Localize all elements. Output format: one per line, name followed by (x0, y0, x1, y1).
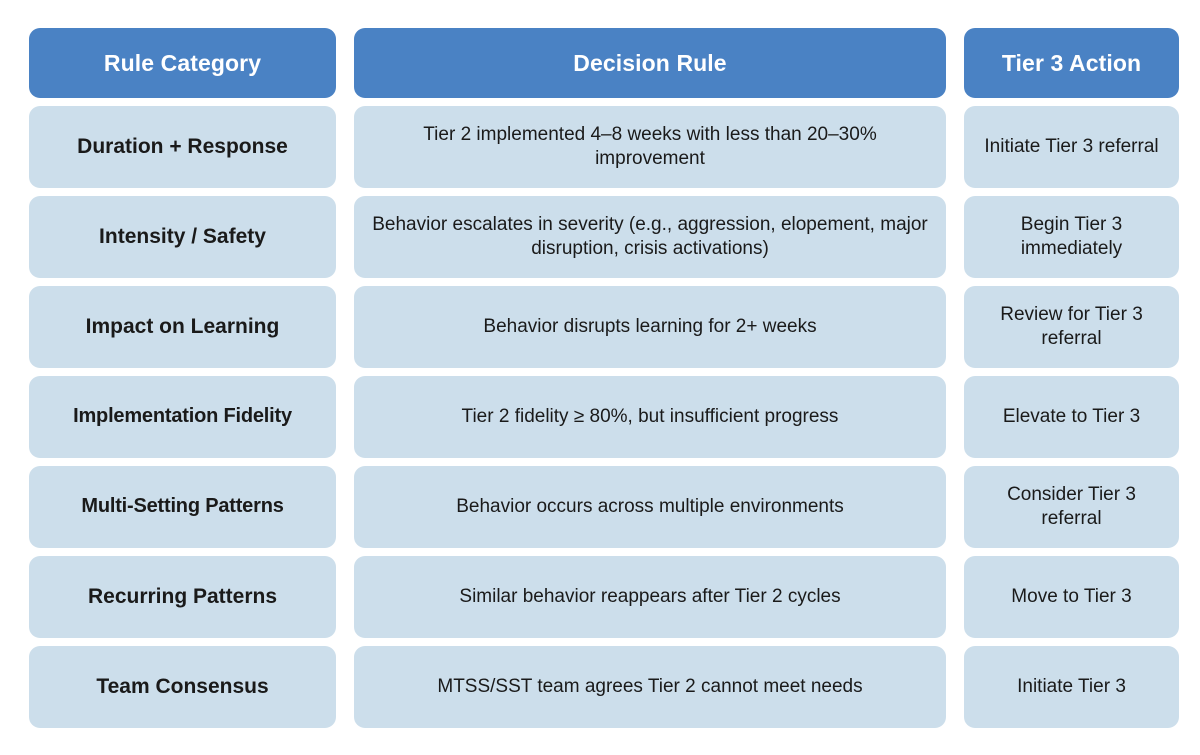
column-header-rule-category: Rule Category (29, 28, 336, 98)
table-row: Implementation Fidelity Tier 2 fidelity … (29, 376, 1179, 458)
cell-decision-rule: Tier 2 implemented 4–8 weeks with less t… (354, 106, 946, 188)
table-row: Duration + Response Tier 2 implemented 4… (29, 106, 1179, 188)
cell-rule-category: Team Consensus (29, 646, 336, 728)
cell-decision-rule: Tier 2 fidelity ≥ 80%, but insufficient … (354, 376, 946, 458)
cell-rule-category: Recurring Patterns (29, 556, 336, 638)
cell-decision-rule: Behavior occurs across multiple environm… (354, 466, 946, 548)
table-row: Multi-Setting Patterns Behavior occurs a… (29, 466, 1179, 548)
cell-decision-rule: Similar behavior reappears after Tier 2 … (354, 556, 946, 638)
table-row: Team Consensus MTSS/SST team agrees Tier… (29, 646, 1179, 728)
table-row: Recurring Patterns Similar behavior reap… (29, 556, 1179, 638)
cell-tier-3-action: Initiate Tier 3 (964, 646, 1179, 728)
cell-rule-category: Multi-Setting Patterns (29, 466, 336, 548)
cell-tier-3-action: Begin Tier 3 immediately (964, 196, 1179, 278)
cell-tier-3-action: Consider Tier 3 referral (964, 466, 1179, 548)
cell-rule-category: Intensity / Safety (29, 196, 336, 278)
table-header-row: Rule Category Decision Rule Tier 3 Actio… (29, 28, 1179, 98)
table-row: Intensity / Safety Behavior escalates in… (29, 196, 1179, 278)
cell-rule-category: Implementation Fidelity (29, 376, 336, 458)
cell-tier-3-action: Review for Tier 3 referral (964, 286, 1179, 368)
cell-rule-category: Duration + Response (29, 106, 336, 188)
cell-decision-rule: MTSS/SST team agrees Tier 2 cannot meet … (354, 646, 946, 728)
column-header-decision-rule: Decision Rule (354, 28, 946, 98)
cell-tier-3-action: Elevate to Tier 3 (964, 376, 1179, 458)
column-header-tier-3-action: Tier 3 Action (964, 28, 1179, 98)
cell-decision-rule: Behavior escalates in severity (e.g., ag… (354, 196, 946, 278)
cell-decision-rule: Behavior disrupts learning for 2+ weeks (354, 286, 946, 368)
cell-tier-3-action: Move to Tier 3 (964, 556, 1179, 638)
cell-tier-3-action: Initiate Tier 3 referral (964, 106, 1179, 188)
cell-rule-category: Impact on Learning (29, 286, 336, 368)
table-row: Impact on Learning Behavior disrupts lea… (29, 286, 1179, 368)
